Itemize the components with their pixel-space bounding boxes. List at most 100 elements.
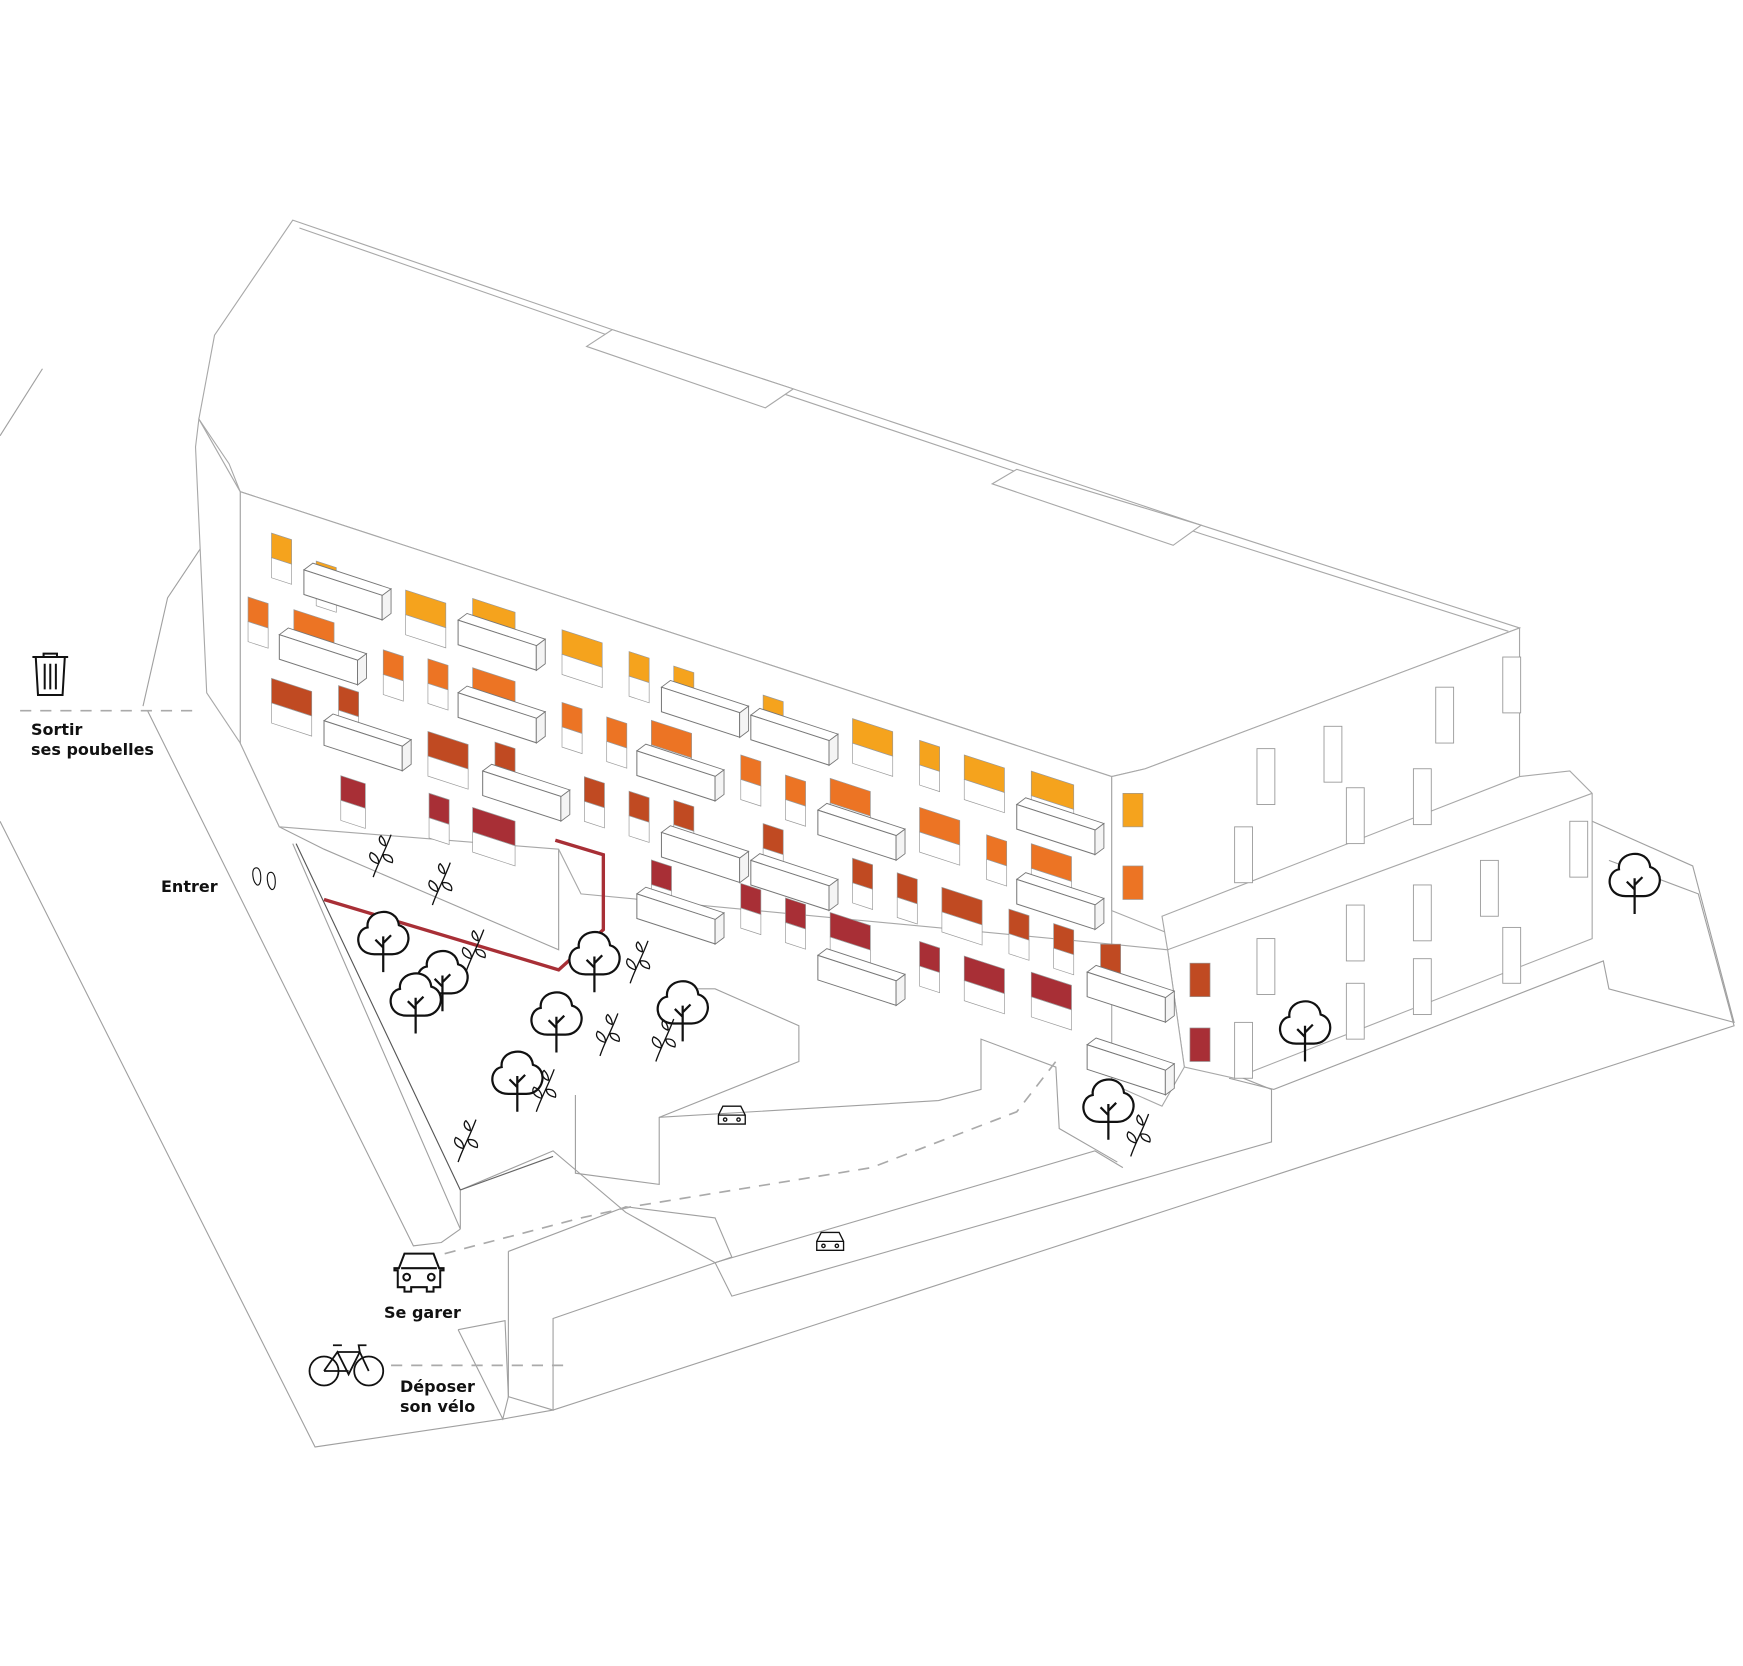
balcony-side bbox=[828, 733, 839, 767]
balcony bbox=[1086, 964, 1176, 1024]
building bbox=[194, 219, 1593, 1107]
driveway bbox=[714, 1150, 1124, 1264]
balcony-side bbox=[895, 973, 906, 1007]
window bbox=[919, 831, 961, 866]
sprig-leaves bbox=[1126, 1113, 1151, 1157]
plant-sprig-icon bbox=[454, 1119, 479, 1163]
railing-bottom bbox=[460, 1155, 554, 1191]
tree-icon bbox=[357, 910, 410, 973]
tree-canopy bbox=[1082, 1078, 1135, 1140]
sidewalk-curb bbox=[142, 547, 202, 707]
window bbox=[561, 726, 583, 755]
tree-canopy bbox=[416, 949, 469, 1012]
window bbox=[1008, 933, 1030, 961]
window bbox=[919, 764, 940, 793]
balcony bbox=[635, 886, 725, 946]
window bbox=[427, 755, 469, 790]
tree-canopy bbox=[656, 980, 709, 1042]
parking-ramp bbox=[574, 988, 800, 1186]
window bbox=[1345, 904, 1365, 962]
right-terrace bbox=[1228, 820, 1735, 1091]
footprints-icon bbox=[252, 867, 276, 891]
tree-icon bbox=[389, 972, 442, 1034]
small-car-icon bbox=[717, 1105, 746, 1125]
tree-canopy bbox=[568, 930, 621, 993]
bike-shelter bbox=[507, 1206, 733, 1411]
window bbox=[628, 815, 650, 843]
tree-canopy bbox=[530, 991, 583, 1053]
trash-label: Sortir ses poubelles bbox=[31, 720, 154, 760]
balcony bbox=[1015, 872, 1105, 931]
window bbox=[1234, 826, 1253, 884]
balcony-side bbox=[1164, 990, 1175, 1024]
sprig-leaves bbox=[651, 1018, 676, 1062]
tree-icon bbox=[530, 991, 583, 1053]
sprig-leaves bbox=[595, 1013, 620, 1057]
balcony-side bbox=[401, 738, 412, 772]
left-facade bbox=[194, 417, 241, 745]
tree-canopy bbox=[357, 910, 410, 973]
window bbox=[271, 557, 292, 585]
window bbox=[628, 675, 650, 704]
sprig-leaves bbox=[532, 1069, 557, 1112]
plants bbox=[369, 834, 1151, 1163]
window bbox=[1323, 725, 1343, 783]
window bbox=[427, 682, 449, 711]
bike-label: Déposer son vélo bbox=[400, 1377, 475, 1417]
window bbox=[986, 858, 1008, 887]
tree-icon bbox=[656, 980, 709, 1042]
balcony bbox=[749, 853, 839, 912]
window bbox=[340, 799, 366, 829]
tree-icon bbox=[1279, 1000, 1332, 1062]
lower-right-parapet bbox=[1167, 792, 1593, 951]
roof-skylight-2 bbox=[990, 468, 1203, 546]
balcony-side bbox=[828, 878, 839, 912]
balcony bbox=[457, 612, 547, 672]
park-label: Se garer bbox=[384, 1303, 461, 1322]
balcony-side bbox=[535, 638, 546, 672]
side-windows bbox=[1234, 656, 1589, 1079]
roof-skylight-1 bbox=[585, 329, 795, 409]
balcony-side bbox=[1094, 897, 1105, 931]
roof-parapet bbox=[299, 227, 1509, 632]
tree-icon bbox=[1608, 852, 1661, 915]
window bbox=[919, 965, 940, 994]
window bbox=[1502, 926, 1522, 984]
colored-shutter-panel bbox=[1122, 865, 1144, 900]
window bbox=[561, 653, 603, 688]
window bbox=[1053, 947, 1075, 976]
balcony bbox=[660, 679, 750, 739]
trees bbox=[357, 852, 1661, 1140]
window bbox=[1569, 820, 1589, 878]
sprig-leaves bbox=[428, 862, 453, 906]
balcony bbox=[749, 707, 839, 767]
window bbox=[1412, 884, 1432, 942]
plant-sprig-icon bbox=[595, 1013, 620, 1057]
window bbox=[271, 702, 313, 737]
car-icon bbox=[393, 1252, 445, 1293]
bike-label-line2: son vélo bbox=[400, 1397, 476, 1416]
plant-sprig-icon bbox=[1126, 1113, 1151, 1157]
sprig-leaves bbox=[369, 834, 394, 878]
balcony bbox=[816, 948, 906, 1007]
window bbox=[472, 831, 516, 867]
balcony-side bbox=[357, 652, 367, 686]
balcony-side bbox=[714, 768, 725, 803]
tree-canopy bbox=[491, 1050, 544, 1112]
balcony bbox=[1086, 1037, 1176, 1096]
window bbox=[1412, 958, 1432, 1016]
tree-icon bbox=[491, 1050, 544, 1112]
balcony-side bbox=[560, 789, 571, 823]
plant-sprig-icon bbox=[428, 862, 453, 906]
bicycle-icon bbox=[308, 1344, 385, 1387]
window bbox=[1256, 938, 1276, 995]
tree-canopy bbox=[1608, 852, 1661, 915]
window bbox=[1412, 768, 1432, 826]
window bbox=[963, 779, 1005, 814]
inner-courtyard bbox=[659, 1038, 1118, 1163]
window bbox=[247, 621, 269, 649]
trash-label-line2: ses poubelles bbox=[31, 740, 154, 759]
window bbox=[852, 882, 873, 910]
window bbox=[941, 911, 983, 946]
